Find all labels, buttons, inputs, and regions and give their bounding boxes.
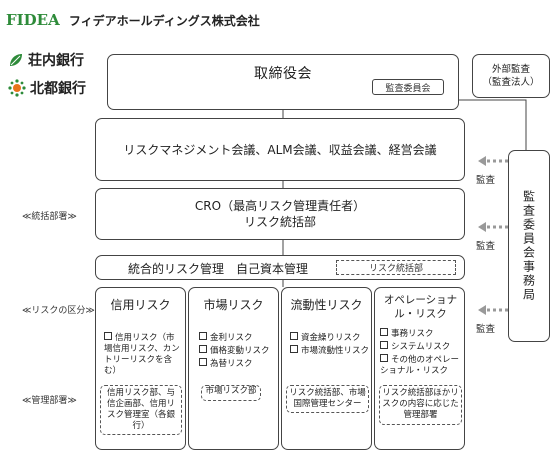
risk-dept-operational: リスク統括部ほかリスクの内容に応じた管理部署 xyxy=(379,385,462,425)
integrated-text: 統合的リスク管理 自己資本管理 xyxy=(128,262,309,276)
integrated-dept: リスク統括部 xyxy=(336,260,456,275)
risk-items-credit: 信用リスク（市場信用リスク、カントリーリスクを含む） xyxy=(104,332,182,378)
risk-item-credit-1: 信用リスク（市場信用リスク、カントリーリスクを含む） xyxy=(104,332,180,376)
meetings-box: リスクマネジメント会議、ALM会議、収益会議、経営会議 xyxy=(95,118,465,181)
risk-dept-credit: 信用リスク部、与信企画部、信用リスク管理室（各銀行） xyxy=(100,385,182,435)
risk-items-market: 金利リスク 価格変動リスク 為替リスク xyxy=(199,332,277,371)
board-title: 取締役会 xyxy=(254,66,312,82)
board-of-directors-box: 取締役会 監査委員会 xyxy=(107,54,459,110)
risk-item-operational-2: システムリスク xyxy=(380,341,464,353)
risk-column-credit: 信用リスク 信用リスク（市場信用リスク、カントリーリスクを含む） 信用リスク部、… xyxy=(95,287,186,450)
risk-title-operational: オペレーショナル・リスク xyxy=(383,294,458,320)
bank2-name: 北都銀行 xyxy=(30,81,86,97)
audit-label-1: 監査 xyxy=(476,175,496,186)
hokuto-sun-icon xyxy=(8,79,26,97)
risk-item-operational-3: その他のオペレーショナル・リスク xyxy=(380,354,460,376)
cro-line1: CRO（最高リスク管理責任者） xyxy=(194,199,366,213)
risk-title-liquidity: 流動性リスク xyxy=(290,298,363,312)
integrated-risk-box: 統合的リスク管理 自己資本管理 リスク統括部 xyxy=(95,255,465,280)
fidea-logo: FIDEA フィデアホールディングス株式会社 xyxy=(6,10,266,32)
risk-item-market-3: 為替リスク xyxy=(199,358,277,370)
risk-title-market: 市場リスク xyxy=(203,298,264,312)
audit-arrow-3 xyxy=(478,305,508,315)
side-label-management-dept: ≪管理部署≫ xyxy=(22,396,77,406)
fidea-logo-text: FIDEA xyxy=(6,11,60,29)
risk-column-operational: オペレーショナル・リスク 事務リスク システムリスク その他のオペレーショナル・… xyxy=(374,287,465,450)
cro-line2: リスク統括部 xyxy=(243,215,316,229)
risk-item-market-1: 金利リスク xyxy=(199,332,277,344)
risk-column-liquidity: 流動性リスク 資金繰りリスク 市場流動性リスク リスク統括部、市場国際管理センタ… xyxy=(281,287,372,450)
audit-office-text: 監査委員会事務局 xyxy=(521,190,536,302)
cro-box: CRO（最高リスク管理責任者） リスク統括部 xyxy=(95,188,465,240)
bank1-name: 荘内銀行 xyxy=(28,53,84,69)
audit-office-box: 監査委員会事務局 xyxy=(508,150,550,342)
external-audit-box: 外部監査 （監査法人） xyxy=(472,54,550,98)
risk-dept-liquidity: リスク統括部、市場国際管理センター xyxy=(286,385,369,413)
meetings-text: リスクマネジメント会議、ALM会議、収益会議、経営会議 xyxy=(123,143,437,157)
risk-item-liquidity-2: 市場流動性リスク xyxy=(290,345,372,357)
audit-label-3: 監査 xyxy=(476,324,496,335)
risk-items-liquidity: 資金繰りリスク 市場流動性リスク xyxy=(290,332,372,358)
side-label-risk-category: ≪リスクの区分≫ xyxy=(22,306,95,316)
audit-committee-box: 監査委員会 xyxy=(372,79,444,95)
connector-board-audit-office xyxy=(458,99,527,150)
risk-title-credit: 信用リスク xyxy=(110,298,171,312)
audit-arrow-1 xyxy=(478,156,508,166)
bank1-logo: 荘内銀行 xyxy=(8,50,108,70)
risk-item-market-2: 価格変動リスク xyxy=(199,345,277,357)
audit-label-2: 監査 xyxy=(476,241,496,252)
risk-items-operational: 事務リスク システムリスク その他のオペレーショナル・リスク xyxy=(380,328,464,378)
external-audit-line2: （監査法人） xyxy=(482,77,540,88)
side-label-control-dept: ≪統括部署≫ xyxy=(22,212,77,222)
bank2-logo: 北都銀行 xyxy=(8,78,108,98)
risk-column-market: 市場リスク 金利リスク 価格変動リスク 為替リスク 市場リスク部 xyxy=(188,287,279,450)
risk-dept-market: 市場リスク部 xyxy=(201,385,261,401)
risk-item-operational-1: 事務リスク xyxy=(380,328,464,340)
shonai-leaf-icon xyxy=(10,54,22,66)
risk-item-liquidity-1: 資金繰りリスク xyxy=(290,332,372,344)
external-audit-line1: 外部監査 xyxy=(491,64,530,75)
audit-arrow-2 xyxy=(478,222,508,232)
company-name: フィデアホールディングス株式会社 xyxy=(68,14,260,28)
